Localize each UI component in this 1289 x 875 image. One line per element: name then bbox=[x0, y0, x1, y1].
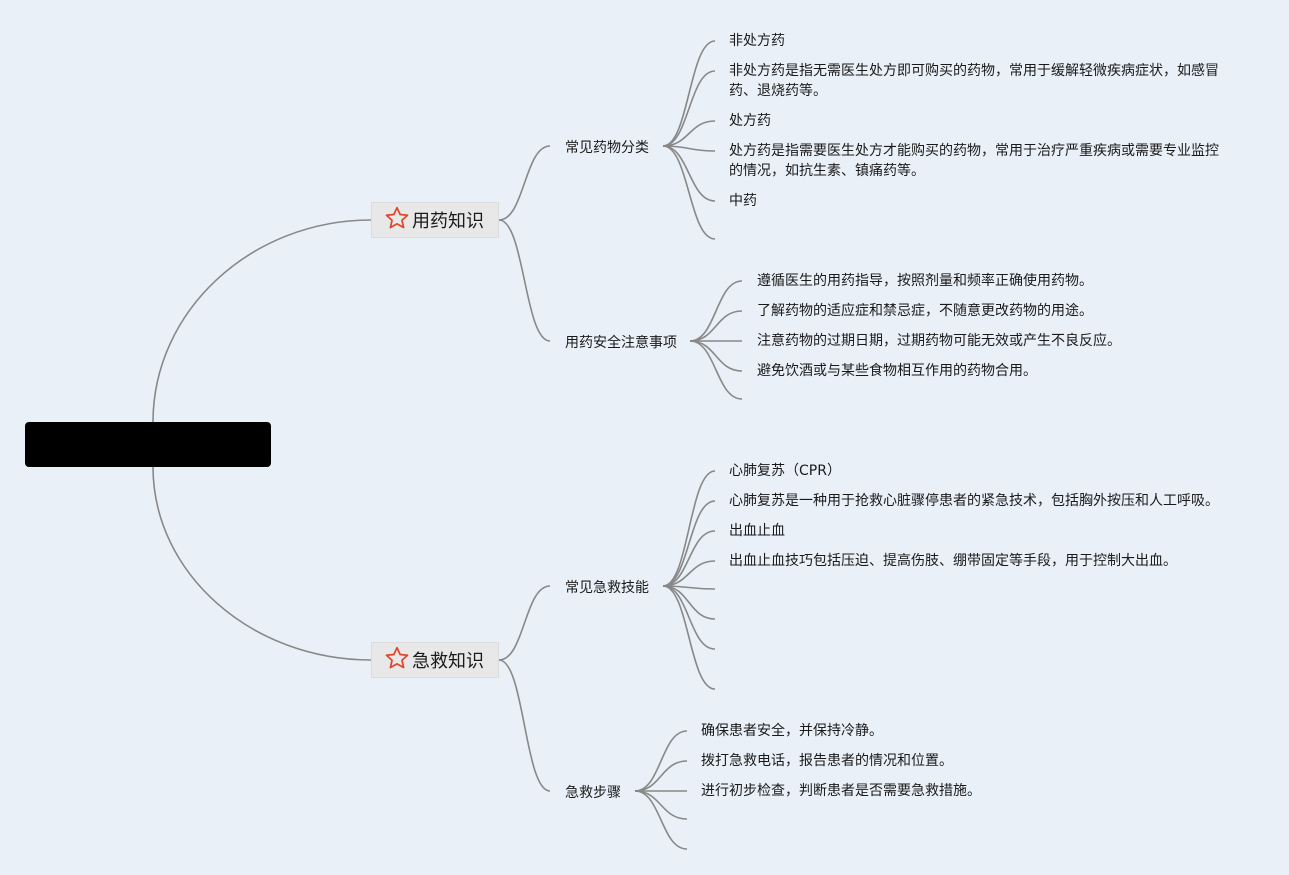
topic-label: 用药知识 bbox=[412, 211, 484, 232]
leaf-item[interactable]: 出血止血技巧包括压迫、提高伤肢、绷带固定等手段，用于控制大出血。 bbox=[729, 553, 1177, 569]
connector-line bbox=[662, 70, 716, 147]
leaf-item[interactable]: 出血止血 bbox=[729, 523, 785, 539]
star-icon bbox=[384, 645, 412, 676]
topic-medication-knowledge[interactable]: 用药知识 bbox=[371, 202, 499, 238]
subtopic-first-aid-skills[interactable]: 常见急救技能 bbox=[565, 580, 649, 596]
connector-line bbox=[498, 585, 551, 661]
connector-line bbox=[689, 280, 743, 342]
connector-line bbox=[662, 145, 716, 152]
topic-first-aid-knowledge[interactable]: 急救知识 bbox=[371, 642, 499, 678]
leaf-item[interactable]: 处方药 bbox=[729, 113, 771, 129]
subtopic-first-aid-steps[interactable]: 急救步骤 bbox=[565, 785, 621, 801]
leaf-item[interactable]: 进行初步检查，判断患者是否需要急救措施。 bbox=[701, 783, 981, 799]
leaf-item[interactable]: 非处方药是指无需医生处方即可购买的药物，常用于缓解轻微疾病症状，如感冒药、退烧药… bbox=[729, 63, 1219, 99]
leaf-item[interactable]: 非处方药 bbox=[729, 33, 785, 49]
leaf-item[interactable]: 处方药是指需要医生处方才能购买的药物，常用于治疗严重疾病或需要专业监控的情况，如… bbox=[729, 143, 1219, 179]
star-icon bbox=[384, 205, 412, 236]
connector-line bbox=[498, 659, 551, 792]
connector-line bbox=[662, 120, 716, 147]
connector-line bbox=[689, 340, 743, 400]
connector-line bbox=[662, 145, 716, 202]
connector-line bbox=[634, 760, 688, 792]
leaf-item[interactable]: 注意药物的过期日期，过期药物可能无效或产生不良反应。 bbox=[757, 333, 1121, 349]
connector-line bbox=[498, 145, 551, 221]
leaf-item[interactable]: 心肺复苏是一种用于抢救心脏骤停患者的紧急技术，包括胸外按压和人工呼吸。 bbox=[729, 493, 1219, 509]
leaf-item[interactable]: 确保患者安全，并保持冷静。 bbox=[701, 723, 883, 739]
connector-line bbox=[662, 585, 716, 620]
connector-line bbox=[662, 40, 716, 147]
connector-line bbox=[662, 585, 716, 650]
connector-line bbox=[662, 560, 716, 587]
subtopic-medication-safety[interactable]: 用药安全注意事项 bbox=[565, 335, 677, 351]
connector-line bbox=[662, 470, 716, 587]
leaf-item[interactable]: 心肺复苏（CPR） bbox=[729, 463, 841, 479]
connector-line bbox=[634, 790, 688, 850]
connector-line bbox=[498, 219, 551, 342]
connector-line bbox=[689, 340, 743, 372]
leaf-item[interactable]: 拨打急救电话，报告患者的情况和位置。 bbox=[701, 753, 953, 769]
connector-line bbox=[634, 730, 688, 792]
connector-line bbox=[662, 145, 716, 240]
leaf-item[interactable]: 遵循医生的用药指导，按照剂量和频率正确使用药物。 bbox=[757, 273, 1093, 289]
leaf-item[interactable]: 避免饮酒或与某些食物相互作用的药物合用。 bbox=[757, 363, 1037, 379]
connector-line bbox=[662, 585, 716, 690]
topic-label: 急救知识 bbox=[412, 651, 484, 672]
connector-line bbox=[689, 310, 743, 342]
subtopic-drug-classification[interactable]: 常见药物分类 bbox=[565, 140, 649, 156]
connector-line bbox=[634, 790, 688, 820]
connector-line bbox=[662, 500, 716, 587]
connector-line bbox=[152, 219, 372, 423]
leaf-item[interactable]: 中药 bbox=[729, 193, 757, 209]
root-topic[interactable] bbox=[25, 422, 271, 467]
connector-line bbox=[152, 466, 372, 661]
leaf-item[interactable]: 了解药物的适应症和禁忌症，不随意更改药物的用途。 bbox=[757, 303, 1093, 319]
connector-line bbox=[662, 530, 716, 587]
